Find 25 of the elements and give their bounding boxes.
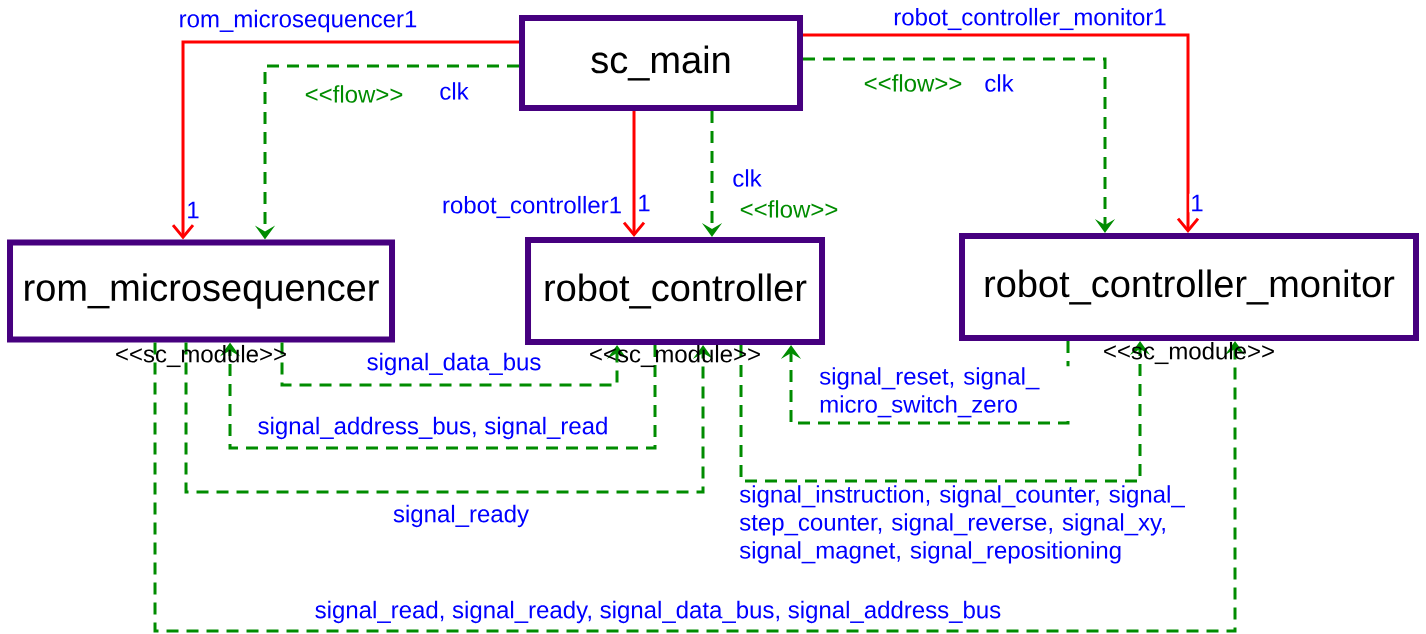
edge-label: robot_controller1 xyxy=(440,194,624,220)
edge-label: signal_instruction, signal_counter, signal_ step_counter, signal_reverse, signal_xy, signal_magnet, signal_repositioning xyxy=(738,484,1211,565)
edge-label: rom_microsequencer1 xyxy=(177,8,419,34)
module-box: robot_controller_monitor xyxy=(959,233,1419,341)
edge-label: signal_ready xyxy=(391,503,531,529)
edge-label: signal_data_bus xyxy=(365,351,543,377)
edge-label: robot_controller_monitor1 xyxy=(892,6,1168,32)
flow-stereotype: <<flow>> xyxy=(303,84,405,104)
edge-label: signal_reset, signal_ micro_switch_zero xyxy=(818,366,1071,419)
edge-label: clk xyxy=(731,168,763,188)
flow-stereotype: <<flow>> xyxy=(862,73,964,93)
arrow xyxy=(622,111,646,237)
edge-label: signal_address_bus, signal_read xyxy=(256,415,610,441)
arrow xyxy=(171,40,519,240)
arrow xyxy=(803,57,1116,233)
edge-label: clk xyxy=(438,81,470,101)
arrow xyxy=(780,341,1070,425)
module-box: rom_microsequencer xyxy=(7,239,395,343)
edge-label: clk xyxy=(983,73,1015,93)
module-box: sc_main xyxy=(519,15,803,111)
arrow xyxy=(803,33,1200,233)
flow-stereotype: <<flow>> xyxy=(738,199,840,219)
edge-label: signal_read, signal_ready, signal_data_bus, signal_address_bus xyxy=(313,599,1003,625)
module-box: robot_controller xyxy=(525,237,825,345)
stereotype-label: <<sc_module>> xyxy=(116,344,286,368)
